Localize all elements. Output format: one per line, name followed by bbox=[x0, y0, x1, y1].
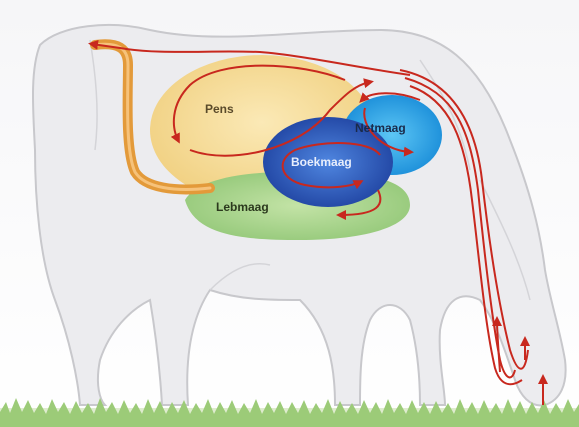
label-pens: Pens bbox=[205, 102, 234, 116]
label-lebmaag: Lebmaag bbox=[216, 200, 269, 214]
label-netmaag: Netmaag bbox=[355, 121, 406, 135]
label-boekmaag: Boekmaag bbox=[291, 155, 352, 169]
